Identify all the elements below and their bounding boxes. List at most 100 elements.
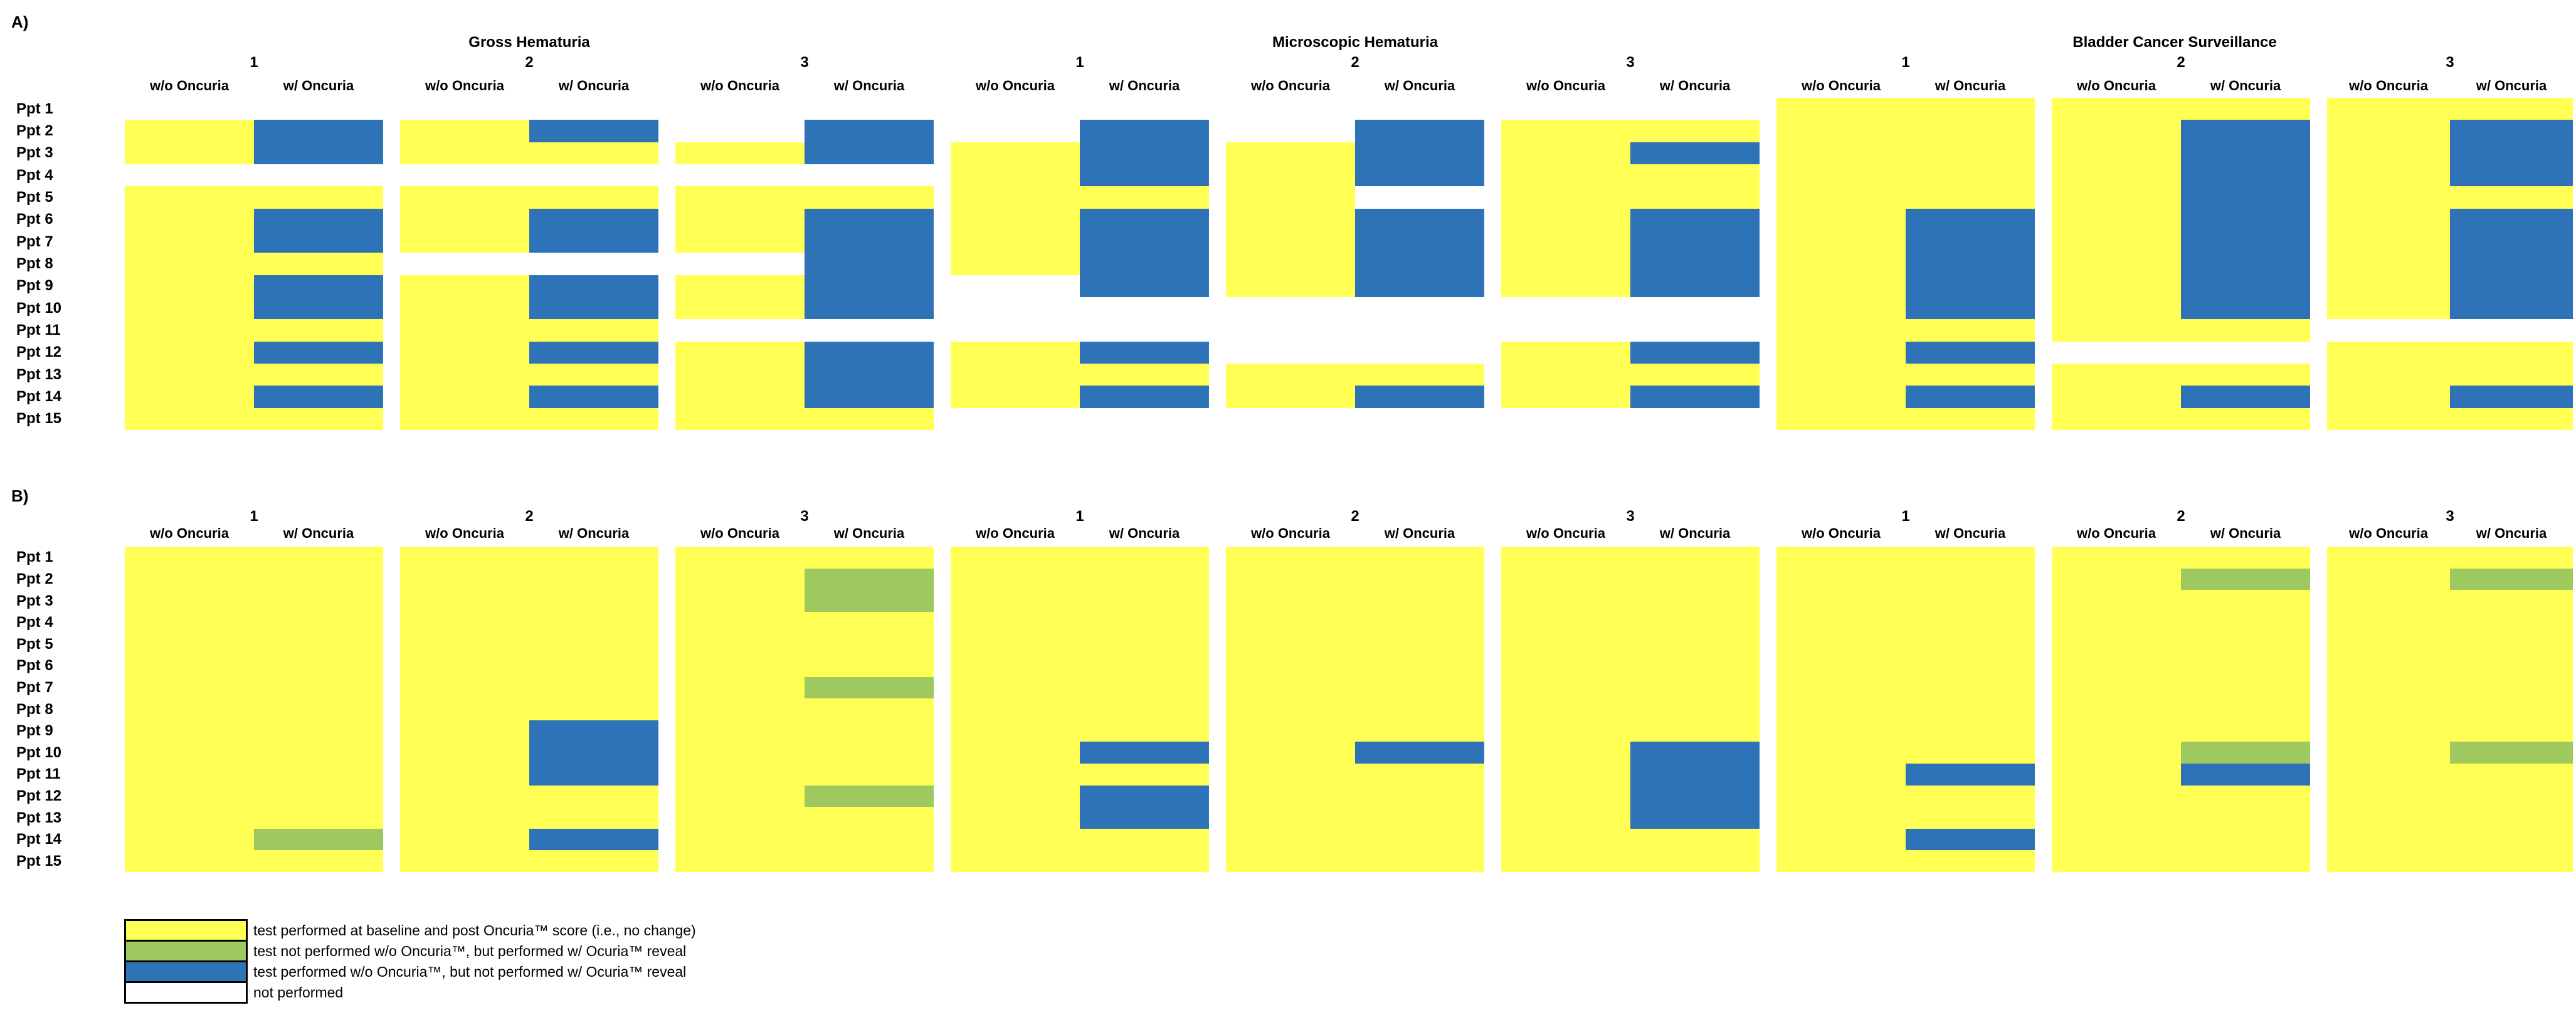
row-label-a-ppt-11: Ppt 11 [16, 322, 61, 339]
cell-a-g1-ppt10-without [125, 297, 254, 319]
cell-b-g2-ppt8-with [529, 698, 658, 720]
cell-b-g5-ppt12-without [1226, 786, 1355, 807]
scenario-number-b-7: 2 [2177, 508, 2185, 525]
cell-b-g2-ppt8-without [400, 698, 529, 720]
scenario-number-b-8: 3 [2446, 508, 2454, 525]
cell-b-g2-ppt6-without [400, 655, 529, 677]
cell-a-g6-ppt14-with [1630, 386, 1760, 408]
cell-a-g9-ppt1-without [2327, 98, 2450, 120]
cell-a-g3-ppt5-without [675, 186, 805, 209]
panel-a-label: A) [11, 13, 29, 31]
column-header-without-a-6: w/o Oncuria [1802, 78, 1881, 93]
scenario-number-a-7: 2 [2177, 54, 2185, 71]
cell-a-g9-ppt5-with [2450, 186, 2573, 209]
cell-a-g6-ppt9-with [1630, 275, 1760, 297]
cell-b-g3-ppt7-with [805, 677, 934, 698]
cell-a-g2-ppt7-with [529, 231, 658, 253]
row-label-a-ppt-9: Ppt 9 [16, 277, 53, 294]
cell-b-g5-ppt9-with [1355, 720, 1484, 742]
cell-a-g7-ppt3-with [1906, 142, 2035, 164]
row-label-a-ppt-10: Ppt 10 [16, 300, 62, 317]
scenario-number-b-2: 3 [800, 508, 809, 525]
cell-b-g5-ppt5-with [1355, 633, 1484, 655]
row-label-a-ppt-14: Ppt 14 [16, 388, 62, 405]
column-header-without-a-2: w/o Oncuria [700, 78, 779, 93]
column-header-with-a-7: w/ Oncuria [2210, 78, 2281, 93]
cell-a-g9-ppt15-with [2450, 408, 2573, 430]
cell-a-g3-ppt12-without [675, 342, 805, 364]
cell-b-g1-ppt8-with [254, 698, 383, 720]
cell-b-g3-ppt3-with [805, 590, 934, 612]
cell-b-g3-ppt14-without [675, 829, 805, 850]
cell-b-g8-ppt14-without [2052, 829, 2181, 850]
row-label-a-ppt-15: Ppt 15 [16, 410, 62, 427]
cell-b-g8-ppt4-with [2181, 612, 2310, 633]
cell-b-g4-ppt8-without [951, 698, 1080, 720]
cell-a-g1-ppt12-with [254, 342, 383, 364]
cell-a-g5-ppt9-with [1355, 275, 1484, 297]
row-label-a-ppt-2: Ppt 2 [16, 122, 53, 139]
cell-b-g8-ppt12-with [2181, 786, 2310, 807]
cell-a-g9-ppt2-with [2450, 120, 2573, 142]
row-label-b-ppt-11: Ppt 11 [16, 765, 61, 782]
cell-a-g2-ppt12-with [529, 342, 658, 364]
cell-a-g3-ppt13-without [675, 364, 805, 386]
cell-b-g9-ppt14-with [2450, 829, 2573, 850]
row-label-a-ppt-7: Ppt 7 [16, 233, 53, 250]
column-header-without-a-4: w/o Oncuria [1251, 78, 1330, 93]
cell-a-g7-ppt8-without [1776, 253, 1906, 275]
cell-b-g6-ppt5-without [1501, 633, 1630, 655]
cell-b-g4-ppt4-without [951, 612, 1080, 633]
cell-a-g7-ppt12-without [1776, 342, 1906, 364]
row-label-b-ppt-14: Ppt 14 [16, 831, 62, 848]
cell-a-g4-ppt7-without [951, 231, 1080, 253]
legend-label-performed-with-reveal: test not performed w/o Oncuria™, but per… [253, 943, 687, 959]
panel-b-label: B) [11, 486, 29, 505]
cell-b-g4-ppt9-without [951, 720, 1080, 742]
cell-b-g3-ppt5-with [805, 633, 934, 655]
cell-a-g3-ppt15-without [675, 408, 805, 430]
cell-a-g8-ppt2-with [2181, 120, 2310, 142]
cell-b-g9-ppt10-without [2327, 742, 2450, 764]
cell-a-g4-ppt2-with [1080, 120, 1209, 142]
scenario-number-a-0: 1 [250, 54, 258, 71]
cell-b-g3-ppt11-without [675, 764, 805, 786]
cell-a-g3-ppt8-with [805, 253, 934, 275]
cell-b-g2-ppt12-with [529, 786, 658, 807]
cell-a-g1-ppt7-without [125, 231, 254, 253]
column-header-without-a-8: w/o Oncuria [2349, 78, 2428, 93]
cell-a-g7-ppt4-without [1776, 164, 1906, 186]
cell-b-g8-ppt7-with [2181, 677, 2310, 698]
cell-b-g1-ppt12-without [125, 786, 254, 807]
cell-a-g9-ppt3-without [2327, 142, 2450, 164]
cell-a-g3-ppt5-with [805, 186, 934, 209]
cell-a-g1-ppt15-without [125, 408, 254, 430]
cell-b-g5-ppt5-without [1226, 633, 1355, 655]
cell-b-g6-ppt4-without [1501, 612, 1630, 633]
cell-a-g4-ppt13-with [1080, 364, 1209, 386]
cell-b-g6-ppt13-with [1630, 807, 1760, 829]
cell-a-g5-ppt14-without [1226, 386, 1355, 408]
cell-b-g1-ppt11-with [254, 764, 383, 786]
cell-b-g9-ppt2-without [2327, 569, 2450, 590]
cell-a-g1-ppt9-with [254, 275, 383, 297]
column-header-without-b-3: w/o Oncuria [976, 525, 1055, 541]
cell-a-g8-ppt10-without [2052, 297, 2181, 319]
cell-a-g9-ppt8-with [2450, 253, 2573, 275]
cell-b-g2-ppt5-without [400, 633, 529, 655]
legend-swatch-performed-no-change [124, 919, 248, 942]
cell-b-g7-ppt11-with [1906, 764, 2035, 786]
cell-a-g5-ppt4-with [1355, 164, 1484, 186]
cell-a-g2-ppt5-with [529, 186, 658, 209]
cell-b-g8-ppt3-without [2052, 590, 2181, 612]
cell-a-g9-ppt3-with [2450, 142, 2573, 164]
cell-b-g9-ppt4-with [2450, 612, 2573, 633]
cell-b-g9-ppt5-without [2327, 633, 2450, 655]
cell-a-g9-ppt14-with [2450, 386, 2573, 408]
cell-b-g1-ppt1-without [125, 547, 254, 569]
cell-a-g1-ppt14-with [254, 386, 383, 408]
cell-b-g3-ppt6-with [805, 655, 934, 677]
cell-b-g8-ppt7-without [2052, 677, 2181, 698]
cell-b-g3-ppt7-without [675, 677, 805, 698]
cell-b-g3-ppt2-with [805, 569, 934, 590]
